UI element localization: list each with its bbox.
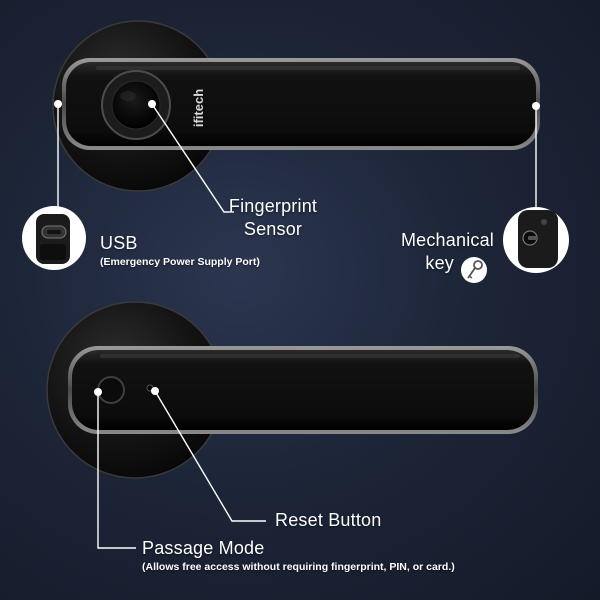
mechanical-key-inset [503, 207, 569, 273]
passage-mode-title: Passage Mode [142, 538, 265, 558]
passage-mode-subtitle: (Allows free access without requiring fi… [142, 561, 455, 573]
fingerprint-label-line2: Sensor [243, 219, 303, 239]
bottom-lever [72, 350, 534, 430]
top-lock-handle: ifitech [52, 20, 540, 192]
passage-mode-button [97, 376, 125, 404]
reset-callout-line [154, 390, 266, 522]
passage-mode-label: Passage Mode (Allows free access without… [142, 538, 455, 573]
callout-lines [57, 103, 537, 549]
fingerprint-sensor [111, 80, 161, 130]
usb-label-title: USB [100, 233, 138, 253]
callout-dots [54, 100, 540, 396]
mechanical-label-line2: key [425, 253, 454, 273]
key-icon [461, 257, 487, 283]
usb-label-subtitle: (Emergency Power Supply Port) [100, 256, 260, 268]
reset-button-label: Reset Button [275, 510, 382, 530]
usb-inset [22, 206, 86, 270]
bottom-lock-handle [46, 301, 538, 479]
fingerprint-label-line1: Fingerprint [228, 196, 318, 216]
brand-logo: ifitech [191, 89, 206, 127]
top-lever [66, 62, 536, 146]
passage-callout-line [97, 392, 136, 549]
mechanical-key-label: Mechanical key [378, 230, 494, 274]
fingerprint-callout-line [151, 103, 234, 213]
usb-label: USB (Emergency Power Supply Port) [100, 233, 260, 268]
mechanical-label-line1: Mechanical [400, 230, 494, 250]
fingerprint-label: Fingerprint Sensor [218, 196, 328, 240]
